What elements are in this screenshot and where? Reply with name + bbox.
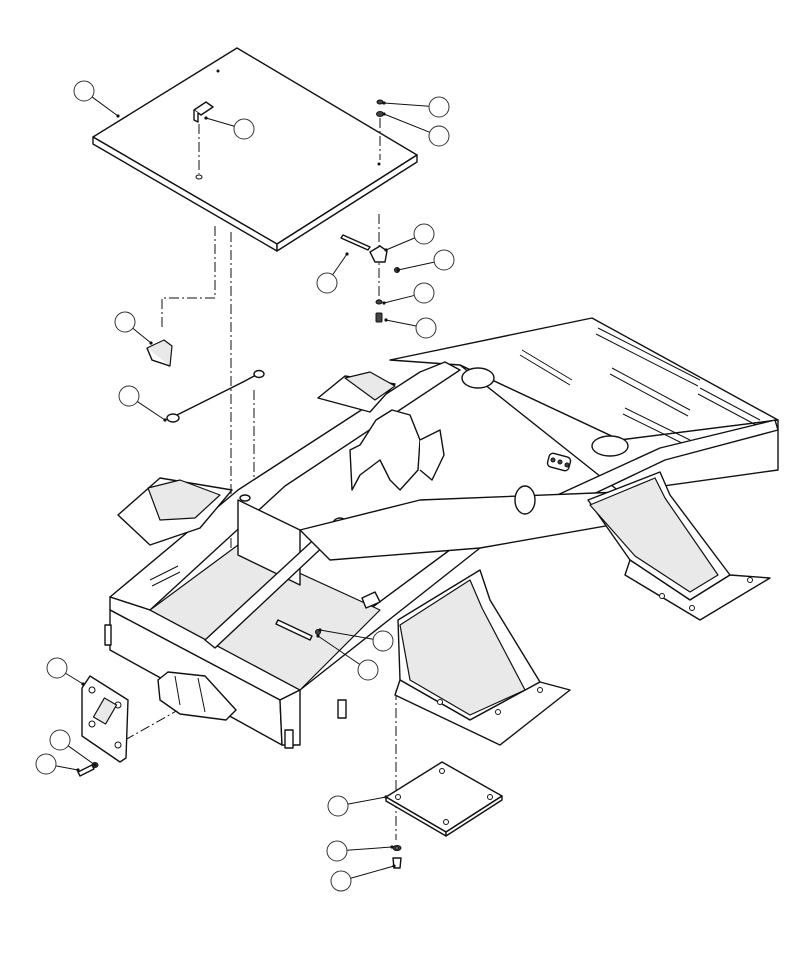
- callout-circle: [428, 125, 450, 147]
- callout-c04: [382, 112, 450, 147]
- leader-tip: [93, 763, 97, 767]
- callout-circle: [118, 385, 140, 407]
- callout-c03: [382, 96, 450, 118]
- front-mount-plate: [77, 675, 129, 777]
- leader-line: [65, 672, 84, 685]
- leader-line: [91, 96, 119, 117]
- pin-and-bracket: [340, 234, 400, 323]
- callout-c17: [327, 795, 388, 817]
- bottom-access-plate: [385, 761, 503, 869]
- leader-line: [137, 401, 166, 421]
- leader-tip: [384, 248, 388, 252]
- callout-c10: [114, 311, 153, 345]
- callout-circle: [413, 282, 435, 304]
- callout-circle: [415, 317, 437, 339]
- leader-line: [385, 237, 415, 251]
- leader-tip: [149, 341, 153, 345]
- leader-line: [383, 294, 415, 304]
- callout-circle: [428, 96, 450, 118]
- callout-c15: [49, 729, 97, 767]
- callout-c05: [384, 223, 435, 252]
- leader-line: [205, 117, 235, 127]
- washer-set-top: [376, 99, 384, 300]
- leader-line: [397, 261, 435, 271]
- callout-circle: [114, 311, 136, 333]
- leader-tip: [81, 682, 85, 686]
- callout-c06: [396, 249, 455, 272]
- callout-circle: [35, 753, 57, 775]
- callout-circle: [73, 80, 95, 102]
- leader-tip: [392, 864, 396, 868]
- leader-tip: [382, 301, 386, 305]
- callout-c14: [46, 657, 85, 686]
- callout-c02: [204, 116, 255, 140]
- leader-tip: [76, 768, 80, 772]
- callout-circle: [316, 272, 338, 294]
- leader-line: [350, 865, 395, 879]
- leader-line: [383, 102, 430, 107]
- callout-c12: [318, 628, 394, 652]
- leader-line: [132, 327, 152, 344]
- leader-line: [346, 846, 393, 851]
- callout-c16: [35, 753, 80, 775]
- leader-tip: [384, 795, 388, 799]
- chassis-frame: [104, 317, 779, 749]
- leader-tip: [204, 116, 208, 120]
- gas-strut: [166, 369, 265, 423]
- leader-line: [347, 796, 387, 805]
- callout-c09: [384, 317, 437, 339]
- leader-tip: [390, 845, 394, 849]
- top-cover-plate: [92, 47, 418, 252]
- callout-c13: [316, 634, 379, 681]
- leader-tip: [163, 418, 167, 422]
- leader-line: [55, 765, 79, 771]
- leader-tip: [396, 268, 400, 272]
- leader-line: [317, 635, 361, 665]
- callout-circle: [372, 630, 394, 652]
- leader-line: [383, 113, 430, 133]
- callout-c07: [316, 252, 349, 294]
- leader-tip: [116, 114, 120, 118]
- leader-line: [67, 745, 96, 766]
- callout-circle: [49, 729, 71, 751]
- leader-line: [332, 253, 348, 276]
- callout-c11: [118, 385, 167, 422]
- callout-circle: [357, 659, 379, 681]
- leader-line: [319, 629, 374, 640]
- callout-circle: [326, 840, 348, 862]
- wedge-bracket: [146, 339, 173, 367]
- leader-line: [385, 319, 417, 327]
- callout-balloons: [35, 80, 455, 892]
- leader-tip: [318, 628, 322, 632]
- leader-tip: [345, 252, 349, 256]
- callout-c08: [382, 282, 435, 305]
- leader-tip: [382, 112, 386, 116]
- leader-tip: [382, 101, 386, 105]
- leader-tip: [316, 634, 320, 638]
- callout-c01: [73, 80, 120, 118]
- callout-c18: [326, 840, 394, 862]
- callout-c19: [330, 864, 396, 892]
- callout-circle: [433, 249, 455, 271]
- callout-circle: [330, 870, 352, 892]
- callout-circle: [413, 223, 435, 245]
- callout-circle: [233, 118, 255, 140]
- callout-circle: [327, 795, 349, 817]
- leader-tip: [384, 318, 388, 322]
- latch-handle: [193, 101, 214, 174]
- callout-circle: [46, 657, 68, 679]
